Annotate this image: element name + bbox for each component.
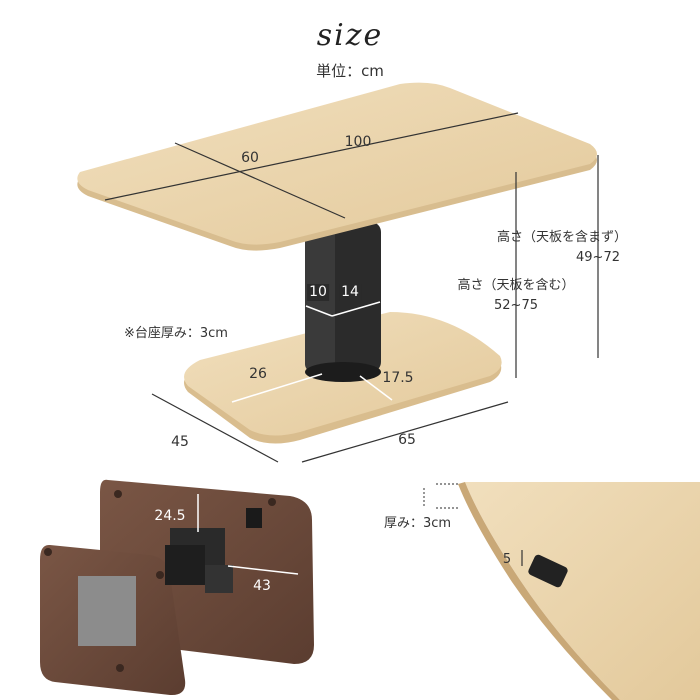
dim-base-width: 65	[398, 432, 416, 448]
base-dimension-lines	[231, 373, 393, 403]
dim-pillar-left: 10	[307, 284, 329, 301]
bottom-view	[40, 479, 314, 696]
height-without-top-range: 49~72	[576, 250, 620, 265]
height-without-top-label: 高さ（天板を含まず）	[496, 230, 628, 245]
dim-bracket-height: 24.5	[154, 508, 186, 524]
table-top	[77, 82, 598, 251]
edge-detail	[458, 482, 700, 700]
unit-label: 単位：cm	[316, 62, 384, 80]
height-with-top-range: 52~75	[494, 298, 538, 313]
dim-top-width: 100	[344, 134, 372, 150]
bracket-dimension-lines	[197, 494, 299, 575]
thickness-indicator	[423, 483, 458, 509]
top-dimension-lines	[104, 112, 519, 219]
dim-pillar-right: 14	[339, 284, 361, 301]
dim-base-side: 17.5	[382, 370, 414, 386]
pillar-dimension-lines	[305, 301, 381, 317]
dim-edge-offset: 5	[502, 552, 512, 567]
pillar	[305, 222, 381, 382]
dim-base-depth: 45	[171, 434, 189, 450]
base-thickness-note: ※台座厚み：3cm	[124, 326, 228, 341]
height-with-top-label: 高さ（天板を含む）	[457, 278, 575, 293]
base-outer-dimension-lines	[151, 393, 509, 463]
dim-top-depth: 60	[241, 150, 259, 166]
top-thickness-label: 厚み：3cm	[384, 516, 452, 531]
dim-bracket-width: 43	[253, 578, 271, 594]
dim-base-front: 26	[249, 366, 267, 382]
page-title: size	[316, 18, 384, 53]
height-dimension-lines	[515, 155, 599, 378]
